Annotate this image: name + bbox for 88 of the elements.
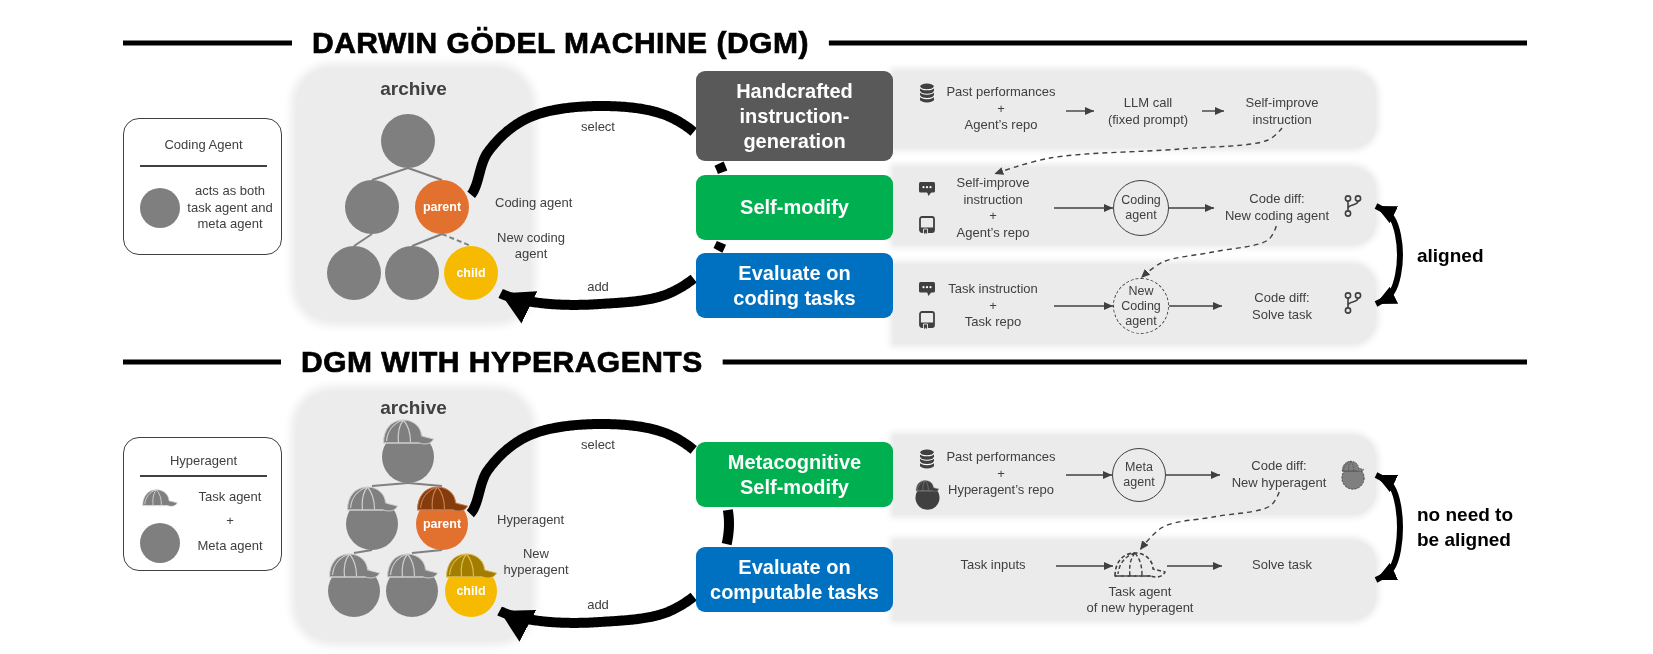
legend-box	[123, 437, 282, 571]
tree-line	[353, 233, 373, 247]
step-text: Task instruction + Task repo	[948, 281, 1038, 331]
tree-line	[407, 167, 443, 181]
flow-arrow	[1065, 107, 1095, 115]
node-label: Coding agent	[1121, 193, 1161, 223]
flow-arrow	[1168, 204, 1215, 212]
stage-label: Metacognitive Self-modify	[727, 449, 862, 500]
tree-line	[371, 167, 409, 181]
flow-arrow	[1053, 204, 1114, 212]
tree-line	[353, 549, 373, 554]
lane-band	[893, 167, 1376, 245]
edge-label: no need to be aligned	[1417, 503, 1514, 552]
lane-band	[893, 540, 1376, 620]
stage-label: Handcrafted instruction-generation	[735, 78, 854, 154]
node-label: parent	[422, 516, 462, 532]
stage-box	[696, 253, 893, 318]
step-text: Task inputs	[960, 557, 1026, 574]
stage-box	[696, 442, 893, 507]
flow-arrow	[1166, 562, 1223, 570]
node-caption: New hyperagent	[503, 546, 569, 578]
panel-heading: archive	[380, 78, 447, 100]
node-caption: Task agent of new hyperagent	[1086, 584, 1194, 616]
double-arrow	[1374, 203, 1403, 307]
step-text: Code diff: New hyperagent	[1231, 458, 1327, 491]
step-text: Code diff: Solve task	[1252, 290, 1312, 323]
agent-circle	[327, 246, 381, 300]
legend-text: Task agent	[198, 489, 262, 506]
stage-box	[696, 547, 893, 612]
stage-label: Evaluate on computable tasks	[710, 554, 879, 605]
edge-label: aligned	[1417, 243, 1484, 268]
dashed-flow-arrow	[1140, 225, 1277, 279]
agent-circle	[385, 246, 439, 300]
node-label: child	[456, 265, 486, 281]
node-caption: New coding agent	[497, 230, 565, 262]
flow-arrow	[1165, 471, 1221, 479]
legend-heading: Coding Agent	[164, 137, 243, 154]
loop-line	[721, 506, 734, 548]
step-text: Past performances + Agent’s repo	[946, 84, 1056, 134]
loop-line	[714, 159, 728, 177]
agent-circle	[345, 180, 399, 234]
legend-text: +	[226, 513, 234, 530]
dashed-tree-line	[441, 233, 472, 247]
agent-circle	[415, 180, 469, 234]
flow-arrow	[1065, 471, 1113, 479]
node-caption: Coding agent	[495, 195, 573, 211]
step-text: Past performances + Hyperagent’s repo	[946, 449, 1056, 499]
step-text: Solve task	[1252, 557, 1312, 574]
loop-line	[465, 419, 698, 519]
tree-line	[411, 233, 443, 247]
dashed-flow-arrow	[1139, 491, 1280, 551]
legend-text: Meta agent	[197, 538, 263, 555]
tree-line	[407, 482, 443, 487]
panel-heading: archive	[380, 397, 447, 419]
step-text: Self-improve instruction	[1245, 95, 1319, 128]
agent-circle	[381, 114, 435, 168]
flow-arrow	[1053, 302, 1114, 310]
stage-label: Self-modify	[740, 195, 849, 220]
legend-heading: Hyperagent	[169, 453, 238, 470]
agent-circle	[444, 246, 498, 300]
node-label: Meta agent	[1123, 460, 1155, 490]
flow-arrow	[1168, 302, 1223, 310]
tree-line	[371, 482, 409, 487]
loop-line	[466, 101, 698, 200]
step-text: Self-improve instruction + Agent’s repo	[956, 175, 1030, 241]
section-heading: DARWIN GÖDEL MACHINE (DGM)	[312, 26, 809, 60]
stage-box	[696, 175, 893, 240]
flow-arrow	[1055, 562, 1114, 570]
double-arrow	[1374, 472, 1403, 583]
section-heading: DGM WITH HYPERAGENTS	[301, 345, 703, 379]
step-text: Code diff: New coding agent	[1224, 191, 1330, 224]
stage-label: Evaluate on coding tasks	[733, 260, 856, 311]
node-label: parent	[422, 199, 462, 215]
legend-box	[123, 118, 282, 255]
lane-band	[893, 435, 1376, 515]
loop-arrow	[496, 274, 698, 324]
step-text: LLM call (fixed prompt)	[1107, 95, 1189, 128]
legend-text: acts as both task agent and meta agent	[187, 183, 273, 233]
stage-box	[696, 71, 893, 161]
lane-band	[893, 264, 1376, 344]
node-label: child	[456, 583, 486, 599]
node-caption: Hyperagent	[497, 512, 565, 528]
flow-arrow	[1201, 107, 1225, 115]
tree-line	[411, 549, 443, 554]
lane-band	[893, 71, 1376, 148]
node-label: New Coding agent	[1121, 283, 1161, 329]
dashed-flow-arrow	[993, 127, 1283, 175]
dashed-cap-drawing	[1113, 550, 1167, 580]
